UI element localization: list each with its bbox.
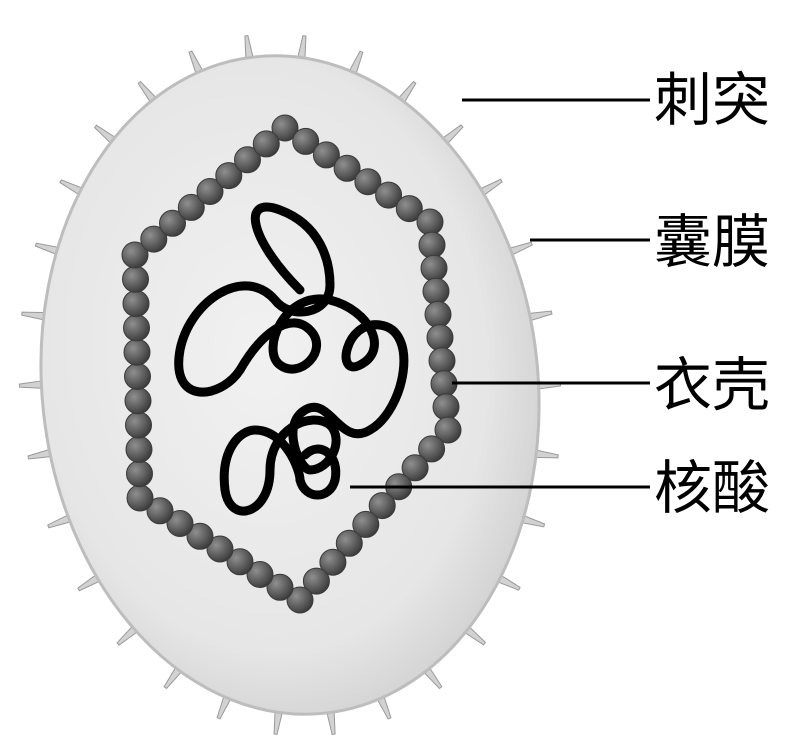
capsomere <box>429 348 455 374</box>
capsomere <box>421 255 447 281</box>
capsomere <box>123 291 149 317</box>
nucleic-acid-label: 核酸 <box>654 454 770 522</box>
capsomere <box>127 485 153 511</box>
capsomere <box>123 266 149 292</box>
capsomere <box>124 339 150 365</box>
capsomere <box>124 315 150 341</box>
capsomere <box>427 325 453 351</box>
capsomere <box>425 301 451 327</box>
capsomere <box>419 232 445 258</box>
capsid-label: 衣壳 <box>654 351 770 419</box>
capsomere <box>127 461 153 487</box>
capsomere <box>126 436 152 462</box>
capsomere <box>253 131 279 157</box>
capsomere <box>423 278 449 304</box>
envelope-label: 囊膜 <box>654 208 770 276</box>
capsomere <box>417 209 443 235</box>
capsomere <box>126 412 152 438</box>
capsomere <box>125 364 151 390</box>
capsomere <box>433 394 459 420</box>
spike-label: 刺突 <box>654 66 770 134</box>
capsomere <box>125 388 151 414</box>
